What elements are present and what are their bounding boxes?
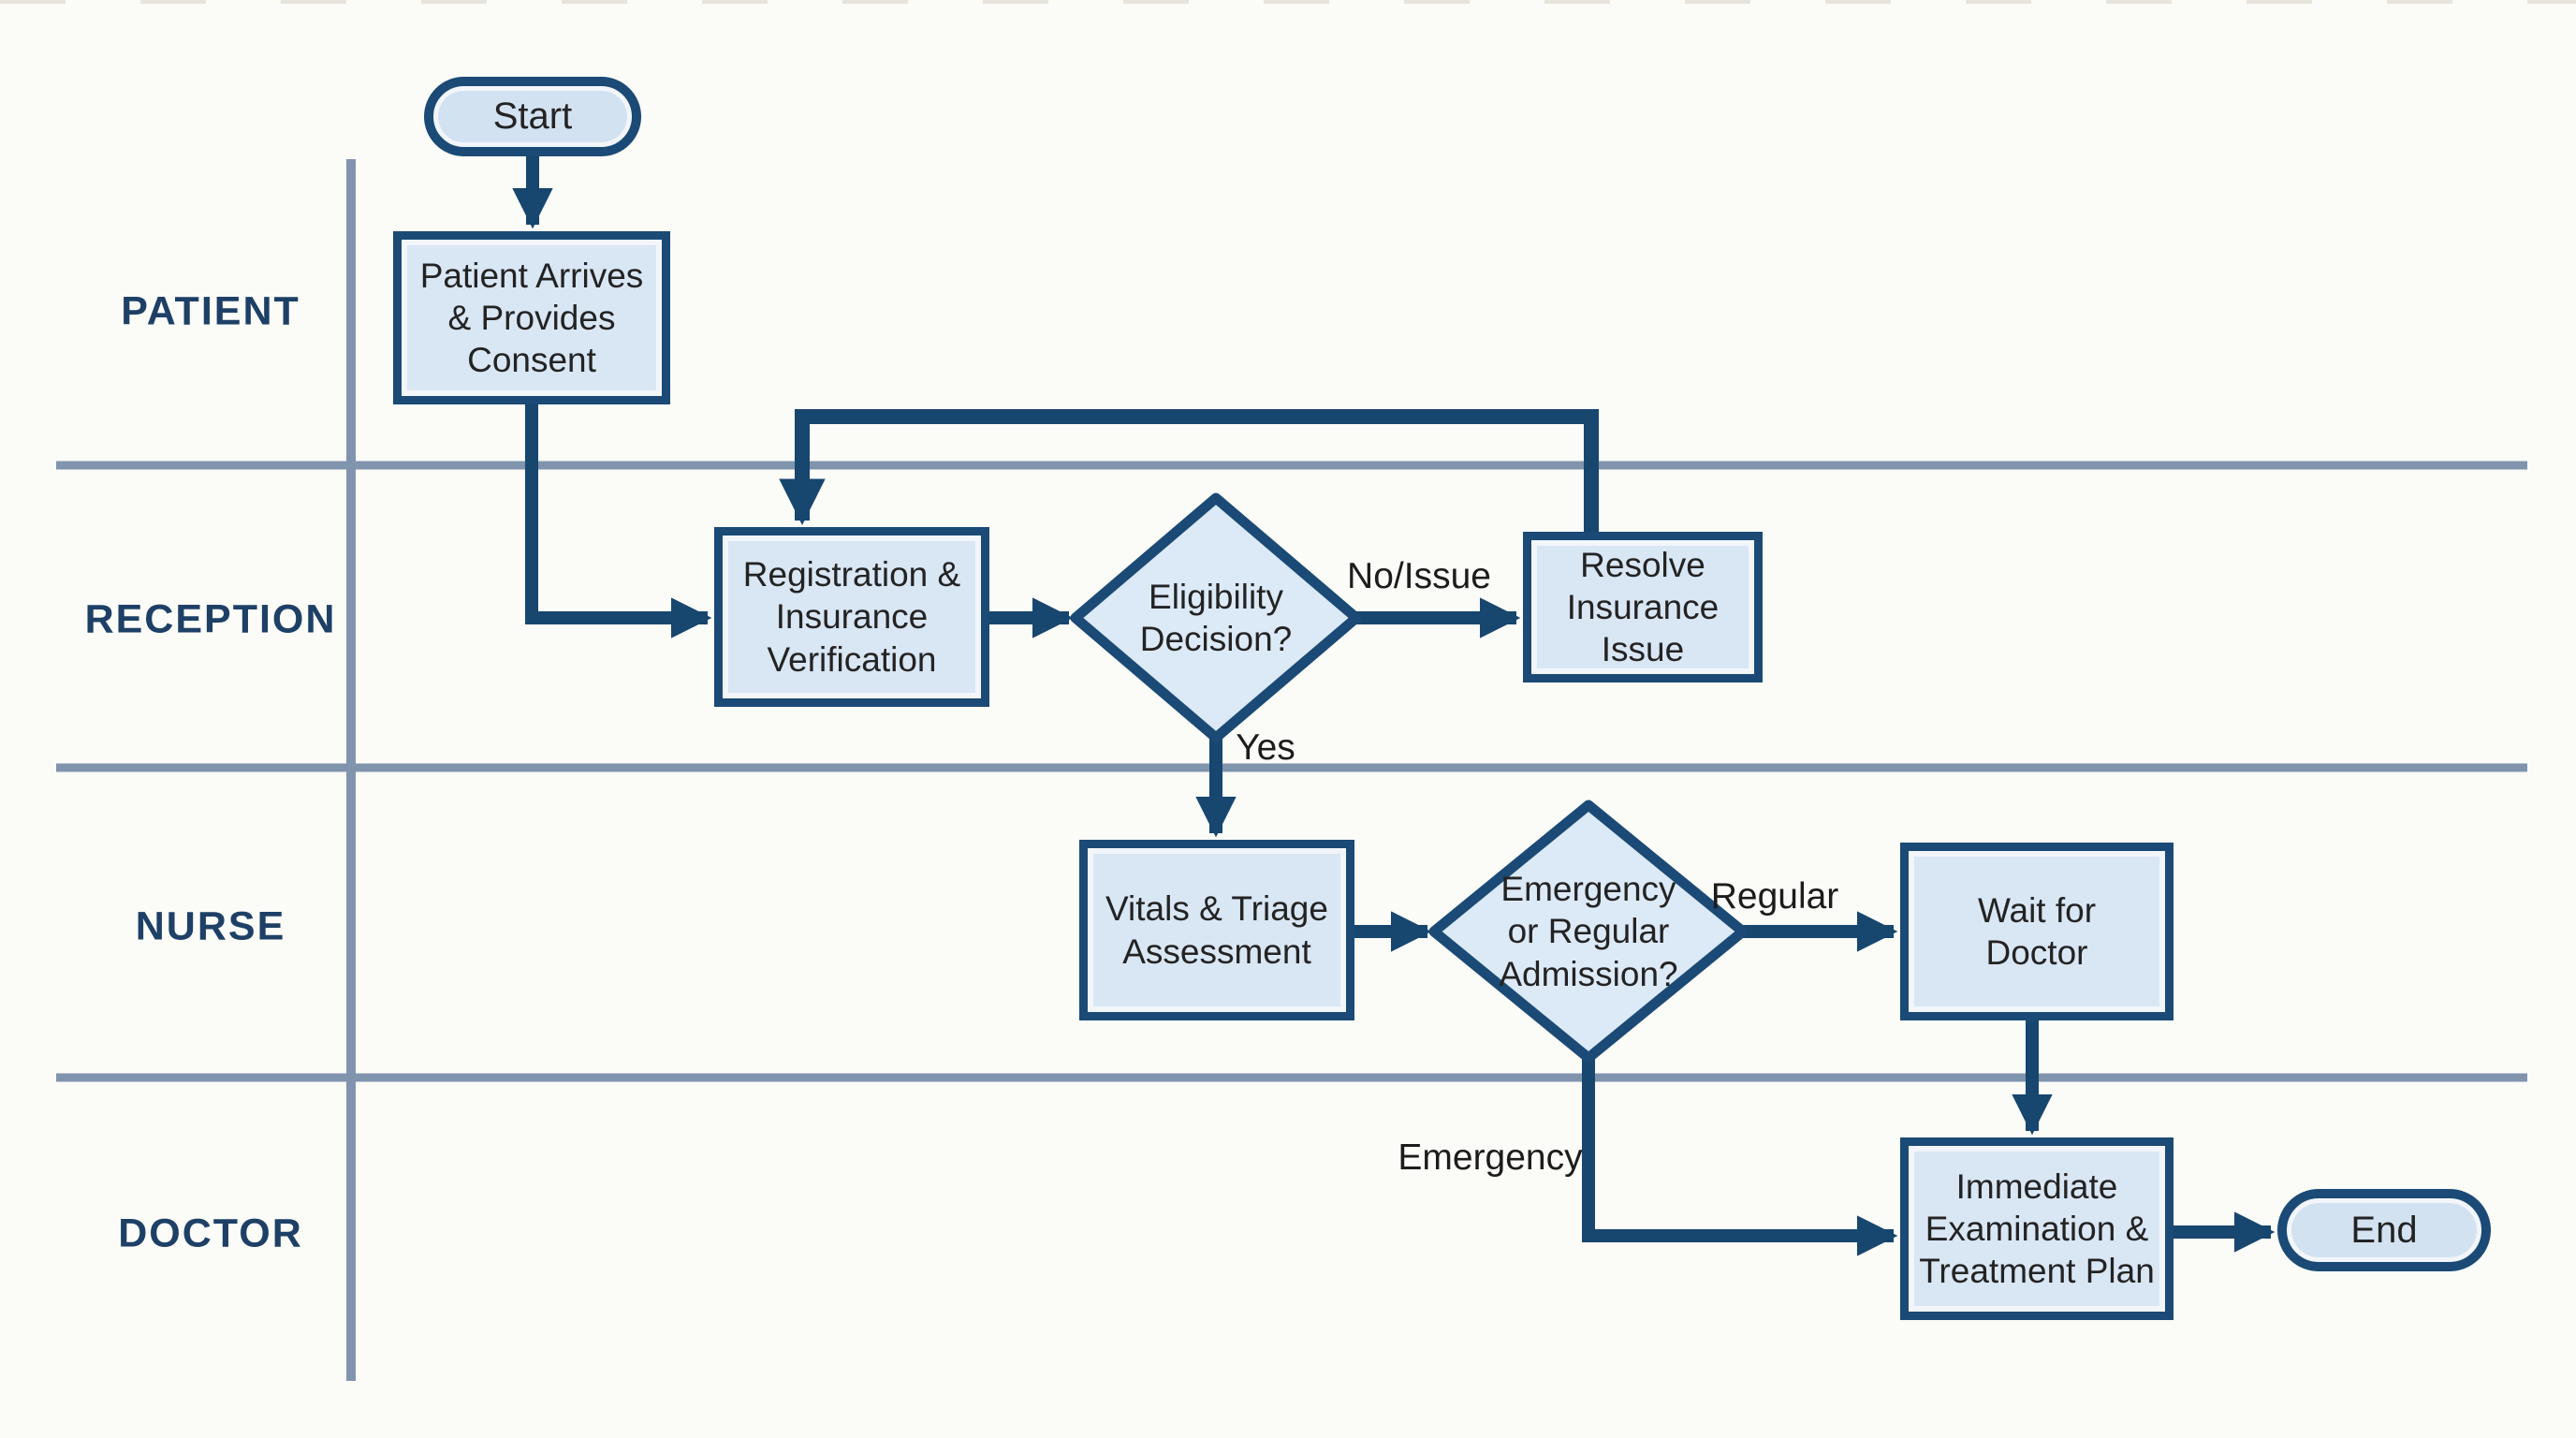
lane-label-doctor: DOCTOR bbox=[118, 1211, 303, 1256]
admission-decision-label: Emergency or Regular Admission? bbox=[1499, 870, 1678, 993]
edge-label-emergency: Emergency bbox=[1398, 1137, 1583, 1178]
admission-decision-diamond bbox=[1428, 800, 1749, 1064]
arrow-admission-to-exam-emergency bbox=[1582, 1058, 1898, 1256]
wait-for-doctor-node: Wait for Doctor bbox=[1900, 843, 2174, 1020]
resolve-insurance-node: Resolve Insurance Issue bbox=[1523, 532, 1763, 682]
edge-label-regular: Regular bbox=[1710, 876, 1839, 917]
arrow-resolve-to-registration-feedback bbox=[779, 409, 1599, 532]
immediate-exam-node: Immediate Examination & Treatment Plan bbox=[1900, 1137, 2174, 1320]
eligibility-decision-label: Eligibility Decision? bbox=[1139, 577, 1293, 658]
eligibility-decision-diamond bbox=[1070, 492, 1362, 743]
vitals-triage-node: Vitals & Triage Assessment bbox=[1079, 840, 1354, 1020]
end-node: End bbox=[2277, 1189, 2491, 1271]
registration-node: Registration & Insurance Verification bbox=[714, 527, 989, 707]
lane-label-patient: PATIENT bbox=[121, 288, 300, 334]
start-node: Start bbox=[424, 77, 641, 156]
top-edge-artifact bbox=[0, 0, 2576, 4]
edge-label-yes: Yes bbox=[1236, 727, 1295, 768]
patient-arrives-node: Patient Arrives & Provides Consent bbox=[393, 231, 670, 404]
lane-label-reception: RECEPTION bbox=[84, 596, 337, 642]
lane-label-nurse: NURSE bbox=[135, 903, 286, 949]
edge-label-no-issue: No/Issue bbox=[1347, 556, 1491, 596]
arrow-patient-to-registration bbox=[525, 404, 712, 638]
